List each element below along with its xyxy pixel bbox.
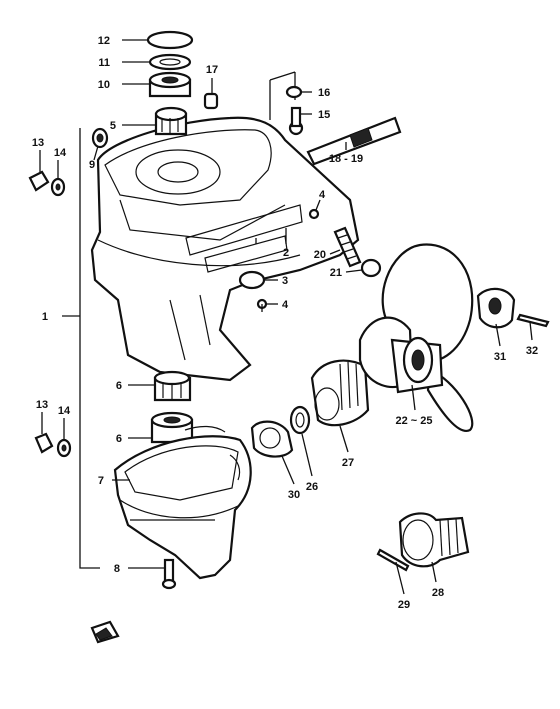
bushing-27 [310,359,370,427]
nut-16 [285,85,303,99]
pin-29 [376,548,410,572]
callout-18-19: 18 - 19 [329,153,363,165]
cap-21 [360,258,382,278]
plate-18-19 [306,116,402,166]
propeller-22-25 [358,243,474,432]
seal-3 [238,270,266,290]
pin-32 [516,313,550,328]
callout-2: 2 [283,247,289,259]
bolt-8 [161,558,177,590]
bolt-15 [288,106,304,136]
callout-11: 11 [98,57,110,69]
callout-4: 4 [282,299,289,311]
callout-4-upper: 4 [319,189,326,201]
callout-15: 15 [318,109,330,121]
callout-12: 12 [98,35,110,47]
callout-27: 27 [342,457,354,469]
callout-22-25: 22 ~ 25 [395,415,432,427]
bolt-4 [256,298,268,312]
washer-14-upper [50,177,66,197]
screw-13-upper [28,170,50,192]
nut-31 [476,287,516,329]
front-direction-icon [90,620,120,644]
callout-8: 8 [114,563,120,575]
callout-5: 5 [110,120,116,132]
callout-14-lower: 14 [58,405,71,417]
callout-9: 9 [89,159,95,171]
screw-13-lower [34,432,54,454]
callout-30: 30 [288,489,300,501]
plug-9 [91,127,109,149]
callout-31: 31 [494,351,506,363]
hub-28 [398,512,470,568]
bearing-6-upper [153,370,192,402]
callout-16: 16 [318,87,330,99]
pin-17 [203,92,219,110]
callout-28: 28 [432,587,444,599]
snap-ring-12 [146,30,194,50]
leader-lines [39,39,533,595]
callout-13-lower: 13 [36,399,48,411]
callout-26: 26 [306,481,318,493]
callout-17: 17 [206,64,218,76]
callout-32: 32 [526,345,538,357]
upper-gear-case [90,71,360,382]
lower-gear-case [113,425,252,580]
callout-29: 29 [398,599,410,611]
callout-1: 1 [42,311,48,323]
top-stack [146,30,194,136]
washer-26 [289,405,311,435]
callout-6-lower: 6 [116,433,122,445]
bracket-part-1 [62,128,100,569]
callout-21: 21 [330,267,342,279]
callout-13-upper: 13 [32,137,44,149]
spring-20 [333,226,362,268]
washer-14-lower [56,438,72,458]
callout-6-upper: 6 [116,380,122,392]
callout-14-upper: 14 [54,147,67,159]
screw-4-upper [308,208,320,220]
callout-20: 20 [314,249,326,261]
callout-3: 3 [282,275,288,287]
callout-7: 7 [98,475,104,487]
seal-30 [250,420,294,458]
washer-11 [148,53,192,71]
callout-10: 10 [98,79,110,91]
